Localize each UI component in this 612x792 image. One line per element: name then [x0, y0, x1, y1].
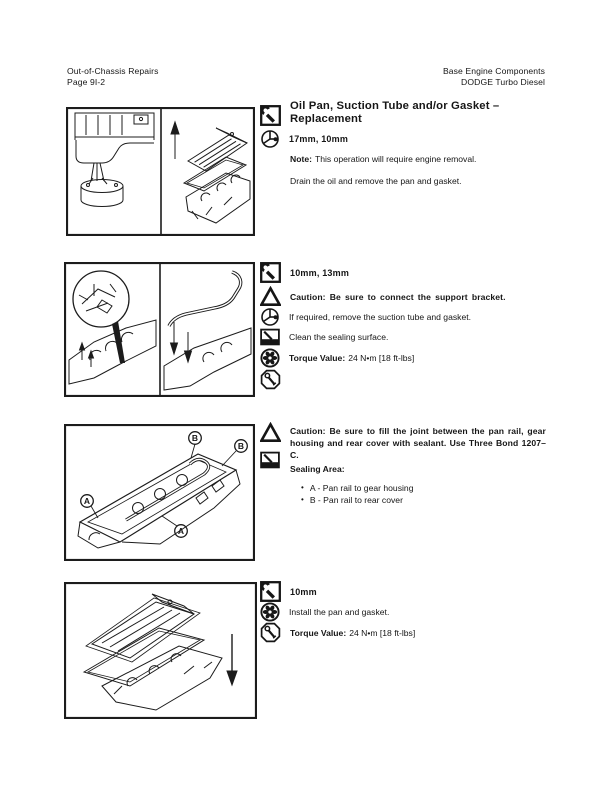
callout-b-top: B — [192, 433, 198, 443]
caution-label: Caution: — [290, 426, 326, 436]
step-clean-surface: Clean the sealing surface. — [289, 332, 389, 342]
callout-b-right: B — [238, 441, 244, 451]
step-install-pan-row: Install the pan and gasket. — [260, 602, 548, 622]
sealing-area-bullet-a: • A - Pan rail to gear housing — [301, 483, 413, 493]
spoked-wheel-icon — [260, 129, 280, 149]
spoked-wheel-icon — [260, 307, 280, 327]
caution-row: Caution: Be sure to connect the support … — [260, 286, 548, 307]
header-section: Base Engine Components — [442, 66, 545, 76]
header-page-number: Page 9I-2 — [67, 76, 106, 87]
torque-wrench-row — [260, 369, 548, 390]
tool-size-row-1: 17mm, 10mm — [260, 129, 548, 149]
header-left: Out-of-Chassis Repairs Page 9I-2 — [67, 66, 159, 88]
bullet-marker: • — [301, 495, 304, 504]
caution-triangle-icon — [259, 421, 282, 448]
tool-sizes: 10mm, 13mm — [290, 267, 350, 278]
page-title: Oil Pan, Suction Tube and/or Gasket – Re… — [290, 100, 499, 126]
note-text: This operation will require engine remov… — [314, 154, 477, 164]
torque-value: 24 N•m [18 ft-lbs] — [349, 627, 416, 638]
wrench-tool-size-icon — [260, 262, 281, 283]
step-remove-suction-tube-row: If required, remove the suction tube and… — [260, 307, 548, 327]
callout-a-left: A — [84, 496, 90, 506]
torque-label: Torque Value: — [290, 627, 347, 638]
torque-value-row: Torque Value:24 N•m [18 ft-lbs] — [260, 348, 548, 368]
tool-sizes: 10mm — [290, 586, 317, 597]
torque-value: 24 N•m [18 ft-lbs] — [348, 353, 415, 363]
gasket-disc-icon — [260, 348, 280, 368]
step-remove-suction-tube: If required, remove the suction tube and… — [289, 312, 472, 322]
caution-text: Be sure to fill the joint between the pa… — [290, 426, 546, 460]
note-line: Note:This operation will require engine … — [290, 154, 546, 165]
torque-wrench-octagon-icon — [260, 622, 281, 643]
header-right: Base Engine Components DODGE Turbo Diese… — [443, 66, 545, 88]
caution-label: Caution: — [290, 291, 326, 302]
scraper-icon — [260, 327, 280, 347]
section3-icon-column — [259, 421, 282, 475]
gasket-disc-icon — [260, 602, 280, 622]
bullet-text: A - Pan rail to gear housing — [309, 483, 414, 493]
figure-drain-oil-remove-pan — [66, 107, 255, 236]
wrench-tool-size-icon — [260, 105, 281, 126]
bullet-text: B - Pan rail to rear cover — [309, 495, 403, 505]
header-model: DODGE Turbo Diesel — [461, 76, 545, 87]
caution-triangle-icon — [260, 286, 281, 307]
bullet-marker: • — [301, 483, 304, 492]
tool-size-row-3: 10mm — [260, 581, 548, 602]
caution-text-line: Caution: Be sure to connect the support … — [290, 292, 506, 302]
step-drain-oil: Drain the oil and remove the pan and gas… — [290, 176, 462, 186]
figure-install-pan — [64, 582, 257, 719]
torque-wrench-octagon-icon — [260, 369, 281, 390]
note-label: Note: — [290, 154, 312, 164]
title-line-2: Replacement — [290, 113, 362, 126]
torque-label: Torque Value: — [289, 353, 346, 363]
torque-value-row-2: Torque Value:24 N•m [18 ft-lbs] — [260, 622, 548, 643]
caution-text: Be sure to connect the support bracket. — [329, 291, 506, 302]
procedure-title-row: Oil Pan, Suction Tube and/or Gasket – Re… — [260, 100, 548, 126]
figure-suction-tube-bracket — [64, 262, 255, 397]
callout-a-bottom: A — [178, 526, 184, 536]
torque-line: Torque Value:24 N•m [18 ft-lbs] — [290, 628, 415, 638]
sealing-area-bullet-b: • B - Pan rail to rear cover — [301, 495, 403, 505]
step-clean-surface-row: Clean the sealing surface. — [260, 327, 548, 347]
figure-sealing-areas: A B B A — [64, 424, 255, 561]
tool-sizes: 17mm, 10mm — [289, 134, 349, 144]
sealing-area-label: Sealing Area: — [290, 464, 345, 474]
tool-size-row-2: 10mm, 13mm — [260, 262, 548, 283]
title-line-1: Oil Pan, Suction Tube and/or Gasket – — [290, 100, 500, 112]
sealant-caution-paragraph: Caution: Be sure to fill the joint betwe… — [290, 425, 546, 461]
scraper-icon — [260, 450, 281, 475]
wrench-tool-size-icon — [260, 581, 281, 602]
torque-line: Torque Value:24 N•m [18 ft-lbs] — [289, 353, 414, 363]
header-chapter: Out-of-Chassis Repairs — [67, 66, 159, 76]
step-install-pan: Install the pan and gasket. — [289, 607, 390, 617]
